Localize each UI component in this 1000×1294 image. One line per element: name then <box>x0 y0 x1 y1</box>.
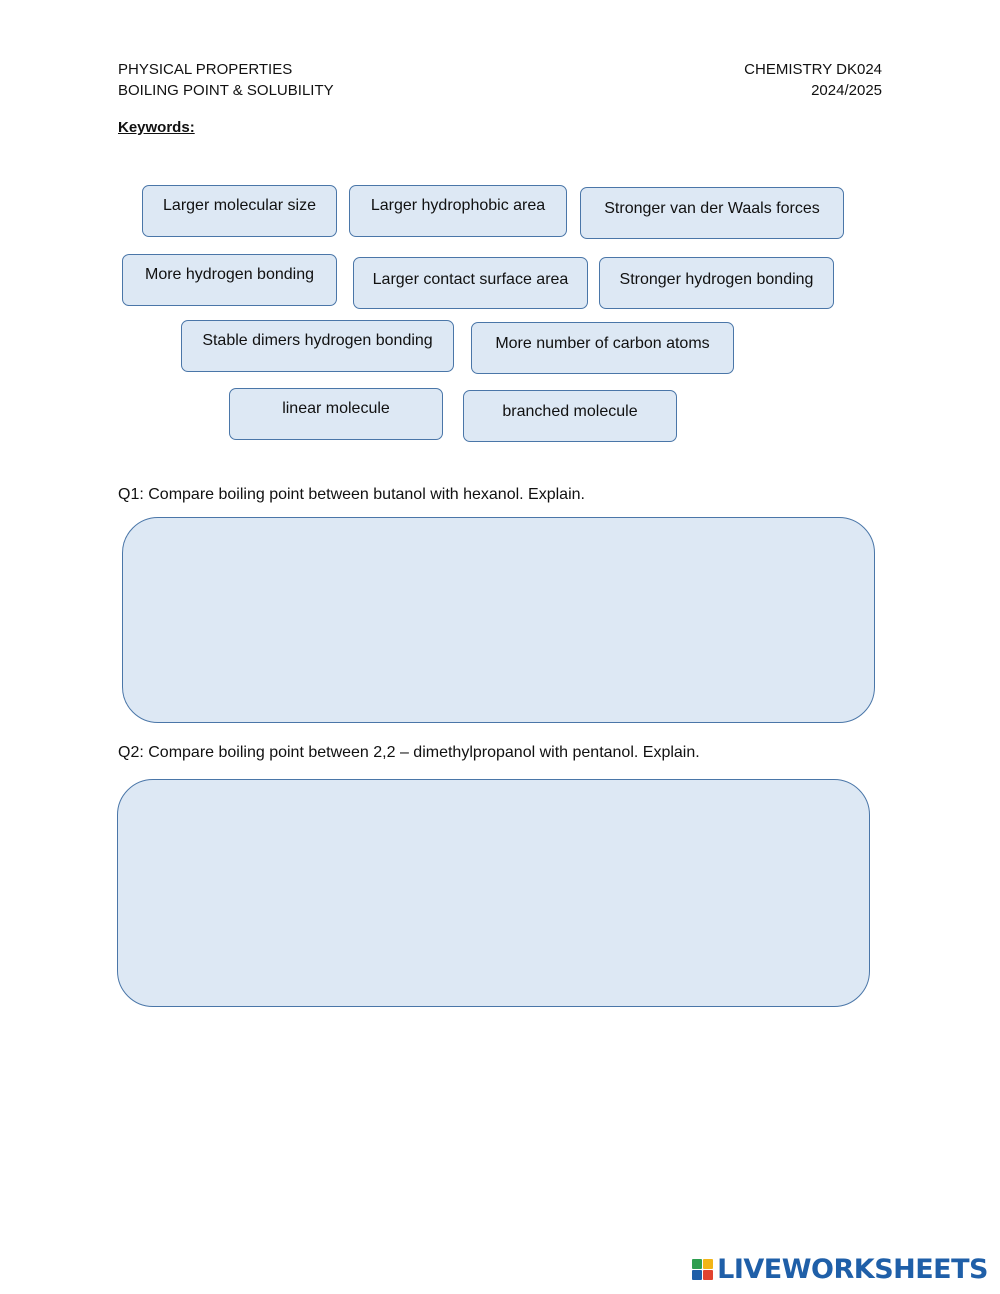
keyword-chip[interactable]: More number of carbon atoms <box>471 322 734 374</box>
brand-name: LIVEWORKSHEETS <box>717 1254 988 1285</box>
question-2: Q2: Compare boiling point between 2,2 – … <box>118 744 700 761</box>
answer-input-1[interactable] <box>123 518 874 722</box>
keyword-chip[interactable]: branched molecule <box>463 390 677 442</box>
keyword-label: Stable dimers hydrogen bonding <box>202 332 433 349</box>
answer-input-2[interactable] <box>118 780 869 1006</box>
logo-square <box>692 1270 703 1280</box>
header-left: PHYSICAL PROPERTIES BOILING POINT & SOLU… <box>118 59 334 101</box>
keyword-chip[interactable]: Stronger hydrogen bonding <box>599 257 834 309</box>
keyword-label: More number of carbon atoms <box>495 335 710 352</box>
header-course: CHEMISTRY DK024 <box>744 61 882 78</box>
keyword-chip[interactable]: More hydrogen bonding <box>122 254 337 306</box>
liveworksheets-logo: LIVEWORKSHEETS <box>692 1254 988 1285</box>
header-subtitle: BOILING POINT & SOLUBILITY <box>118 82 334 99</box>
logo-square <box>703 1270 714 1280</box>
header-right: CHEMISTRY DK024 2024/2025 <box>744 59 882 101</box>
header-title: PHYSICAL PROPERTIES <box>118 61 293 78</box>
keyword-label: branched molecule <box>502 403 638 420</box>
answer-box-2[interactable] <box>117 779 870 1007</box>
liveworksheets-icon <box>692 1259 714 1280</box>
keyword-label: linear molecule <box>282 400 390 417</box>
keyword-label: Larger hydrophobic area <box>370 197 546 214</box>
answer-box-1[interactable] <box>122 517 875 723</box>
question-1: Q1: Compare boiling point between butano… <box>118 486 585 503</box>
keywords-heading: Keywords: <box>118 119 195 136</box>
keyword-chip[interactable]: Stronger van der Waals forces <box>580 187 844 239</box>
header-session: 2024/2025 <box>811 82 882 99</box>
keyword-label: Larger contact surface area <box>372 271 569 288</box>
keyword-chip[interactable]: Larger hydrophobic area <box>349 185 567 237</box>
keyword-chip[interactable]: linear molecule <box>229 388 443 440</box>
keyword-label: Stronger hydrogen bonding <box>619 271 814 288</box>
keyword-label: Larger molecular size <box>163 197 316 214</box>
logo-square <box>703 1259 714 1269</box>
keyword-label: More hydrogen bonding <box>144 266 314 283</box>
keyword-chip[interactable]: Stable dimers hydrogen bonding <box>181 320 454 372</box>
keyword-chip[interactable]: Larger molecular size <box>142 185 337 237</box>
keyword-label: Stronger van der Waals forces <box>604 200 820 217</box>
keyword-chip[interactable]: Larger contact surface area <box>353 257 588 309</box>
logo-square <box>692 1259 703 1269</box>
